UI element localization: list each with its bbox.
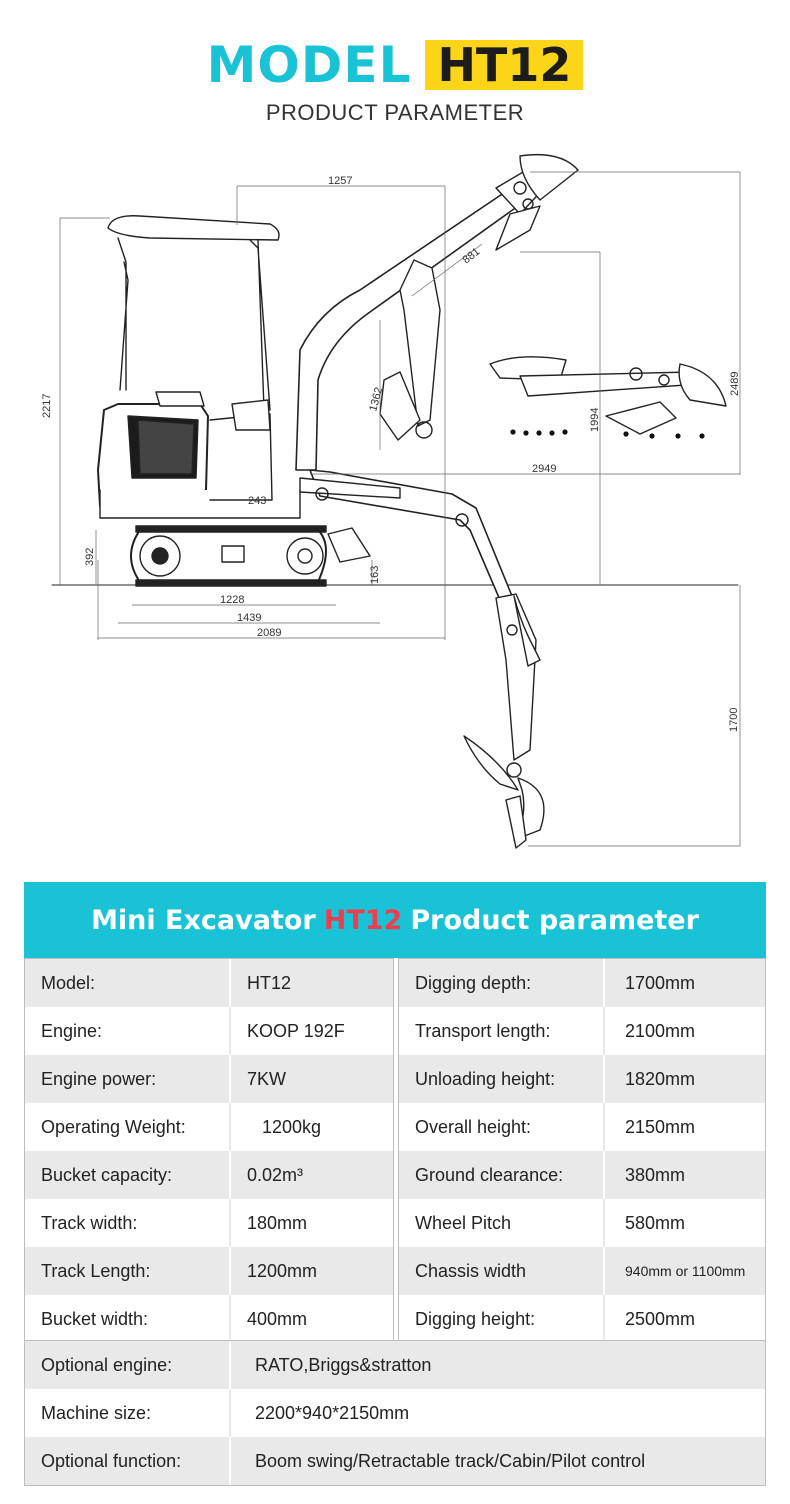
table-row: Track Length: 1200mm <box>25 1247 393 1295</box>
spec-label: Transport length: <box>415 1020 551 1041</box>
table-row: Overall height: 2150mm <box>399 1103 765 1151</box>
spec-value: 940mm or 1100mm <box>603 1247 765 1295</box>
spec-value: HT12 <box>229 959 393 1007</box>
table-row: Unloading height: 1820mm <box>399 1055 765 1103</box>
dim-wheel-base: 1228 <box>220 594 244 606</box>
table-row: Track width: 180mm <box>25 1199 393 1247</box>
spec-value: 2200*940*2150mm <box>229 1389 765 1437</box>
table-row: Engine power: 7KW <box>25 1055 393 1103</box>
spec-label: Optional function: <box>41 1450 182 1471</box>
dim-max-height: 2489 <box>729 372 741 396</box>
table-row: Optional engine: RATO,Briggs&stratton <box>25 1341 765 1389</box>
spec-label: Digging height: <box>415 1308 536 1329</box>
excavator-line-drawing: 1257 881 2217 1362 1994 2489 2949 243 39… <box>41 153 741 849</box>
model-title: MODEL HT12 <box>207 36 584 94</box>
spec-label: Ground clearance: <box>415 1164 564 1185</box>
dim-blade-height: 163 <box>369 566 381 584</box>
dim-blade-lift: 243 <box>248 495 266 507</box>
spec-label: Track Length: <box>41 1260 151 1281</box>
spec-banner: Mini Excavator HT12 Product parameter <box>24 882 766 958</box>
table-row: Machine size: 2200*940*2150mm <box>25 1389 765 1437</box>
spec-value: 2500mm <box>603 1295 765 1343</box>
model-code-badge: HT12 <box>425 40 584 90</box>
banner-prefix: Mini Excavator <box>91 904 316 936</box>
table-row: Engine: KOOP 192F <box>25 1007 393 1055</box>
spec-label: Bucket capacity: <box>41 1164 173 1185</box>
dim-track-height: 392 <box>84 548 96 566</box>
spec-value: 400mm <box>229 1295 393 1343</box>
table-row: Operating Weight: 1200kg <box>25 1103 393 1151</box>
spec-table-left: Model: HT12 Engine: KOOP 192F Engine pow… <box>24 958 394 1344</box>
spec-label: Model: <box>41 972 96 993</box>
dim-reach: 2949 <box>532 463 556 475</box>
spec-value: 1820mm <box>603 1055 765 1103</box>
spec-label: Chassis width <box>415 1260 527 1281</box>
dim-dig-depth: 1700 <box>728 708 740 732</box>
spec-label: Wheel Pitch <box>415 1212 512 1233</box>
table-row: Transport length: 2100mm <box>399 1007 765 1055</box>
spec-value: 1700mm <box>603 959 765 1007</box>
table-row: Bucket capacity: 0.02m³ <box>25 1151 393 1199</box>
table-row: Optional function: Boom swing/Retractabl… <box>25 1437 765 1485</box>
table-row: Model: HT12 <box>25 959 393 1007</box>
spec-table-options: Optional engine: RATO,Briggs&stratton Ma… <box>24 1340 766 1486</box>
spec-value: 2100mm <box>603 1007 765 1055</box>
spec-value: 380mm <box>603 1151 765 1199</box>
spec-label: Operating Weight: <box>41 1116 186 1137</box>
spec-label: Digging depth: <box>415 972 532 993</box>
page-subtitle: PRODUCT PARAMETER <box>265 100 525 125</box>
dim-dump-height: 1994 <box>589 408 601 432</box>
dim-boom-length: 881 <box>460 246 482 267</box>
spec-value: 580mm <box>603 1199 765 1247</box>
table-row: Wheel Pitch 580mm <box>399 1199 765 1247</box>
table-row: Chassis width 940mm or 1100mm <box>399 1247 765 1295</box>
spec-value: 180mm <box>229 1199 393 1247</box>
excavator-dimension-drawing: 1257 881 2217 1362 1994 2489 2949 243 39… <box>0 140 790 855</box>
spec-value: RATO,Briggs&stratton <box>229 1341 765 1389</box>
spec-value: Boom swing/Retractable track/Cabin/Pilot… <box>229 1437 765 1485</box>
banner-suffix: Product parameter <box>410 904 699 936</box>
spec-table-right: Digging depth: 1700mm Transport length: … <box>398 958 766 1344</box>
table-row: Digging depth: 1700mm <box>399 959 765 1007</box>
spec-label: Optional engine: <box>41 1354 173 1375</box>
model-word: MODEL <box>206 36 412 94</box>
dim-transport-length: 2089 <box>257 627 281 639</box>
spec-label: Engine: <box>41 1020 103 1041</box>
spec-label: Overall height: <box>415 1116 532 1137</box>
dim-track-length: 1439 <box>237 612 261 624</box>
dim-overall-height: 2217 <box>41 394 53 418</box>
spec-label: Track width: <box>41 1212 138 1233</box>
spec-label: Unloading height: <box>415 1068 556 1089</box>
table-row: Digging height: 2500mm <box>399 1295 765 1343</box>
spec-label: Engine power: <box>41 1068 157 1089</box>
spec-value: 2150mm <box>603 1103 765 1151</box>
table-row: Bucket width: 400mm <box>25 1295 393 1343</box>
spec-value: 7KW <box>229 1055 393 1103</box>
spec-label: Machine size: <box>41 1402 152 1423</box>
table-row: Ground clearance: 380mm <box>399 1151 765 1199</box>
spec-value: 1200kg <box>229 1103 393 1151</box>
banner-model: HT12 <box>323 904 403 936</box>
spec-label: Bucket width: <box>41 1308 149 1329</box>
spec-value: 1200mm <box>229 1247 393 1295</box>
dim-top-width: 1257 <box>328 175 352 187</box>
spec-value: KOOP 192F <box>229 1007 393 1055</box>
spec-value: 0.02m³ <box>229 1151 393 1199</box>
page-header: MODEL HT12 <box>0 36 790 94</box>
